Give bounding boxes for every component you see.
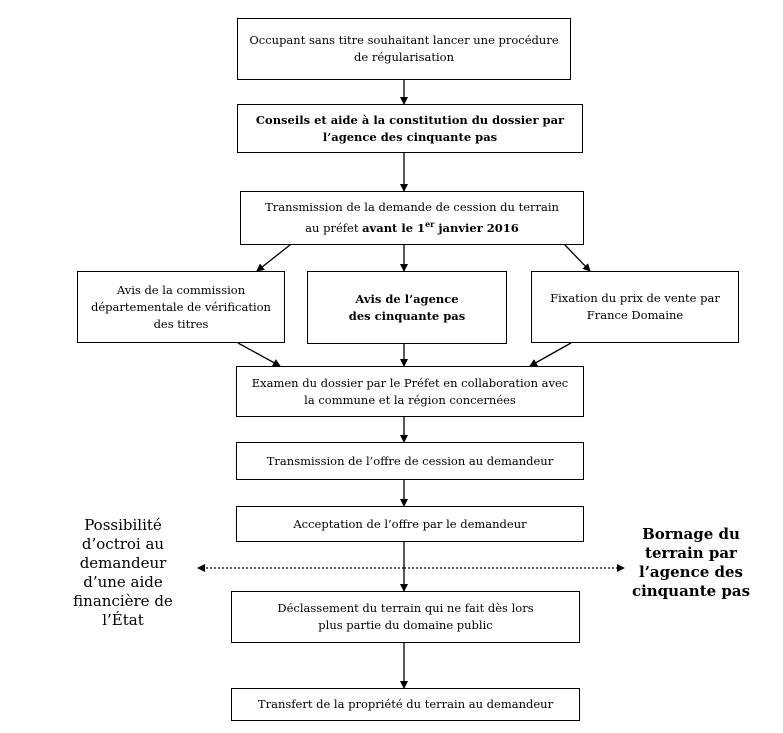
step-avis-commission-text: Avis de la commission départementale de … xyxy=(91,282,271,331)
side-note-bornage: Bornage du terrain par l’agence des cinq… xyxy=(628,525,754,601)
step-avis-agence-text: Avis de l’agence des cinquante pas xyxy=(348,291,466,323)
step-occupant-text: Occupant sans titre souhaitant lancer un… xyxy=(249,33,559,64)
step-examen-dossier-box: Examen du dossier par le Préfet en colla… xyxy=(236,366,584,417)
side-note-aide-financiere: Possibilité d’octroi au demandeur d’une … xyxy=(62,516,184,630)
step-fixation-prix-text: Fixation du prix de vente par France Dom… xyxy=(550,291,720,322)
step-examen-dossier-text: Examen du dossier par le Préfet en colla… xyxy=(251,375,569,407)
step-occupant-box: Occupant sans titre souhaitant lancer un… xyxy=(237,18,571,80)
s3-line1: Transmission de la demande de cession du… xyxy=(265,200,559,215)
arrow-s4-s7 xyxy=(237,342,281,367)
step-transmission-offre-text: Transmission de l’offre de cession au de… xyxy=(266,453,554,468)
step-transmission-demande-box: Transmission de la demande de cession du… xyxy=(240,191,584,245)
s3-prefix: au préfet xyxy=(305,220,359,235)
s3-date-sup: er xyxy=(425,219,435,230)
step-fixation-prix-box: Fixation du prix de vente par France Dom… xyxy=(531,271,739,343)
arrow-s3-s4 xyxy=(256,244,291,272)
step-transfert-box: Transfert de la propriété du terrain au … xyxy=(231,688,580,721)
step-transmission-demande-text: Transmission de la demande de cession du… xyxy=(265,199,559,237)
step-avis-commission-box: Avis de la commission départementale de … xyxy=(77,271,285,343)
step-acceptation-box: Acceptation de l’offre par le demandeur xyxy=(236,506,584,542)
arrow-s6-s7 xyxy=(529,342,572,367)
side-note-bornage-text: Bornage du terrain par l’agence des cinq… xyxy=(631,525,751,600)
step-conseils-text: Conseils et aide à la constitution du do… xyxy=(255,112,565,144)
side-note-aide-financiere-text: Possibilité d’octroi au demandeur d’une … xyxy=(73,516,173,629)
arrow-s3-s6 xyxy=(564,244,591,272)
s3-date-a: avant le 1 xyxy=(362,220,426,235)
step-conseils-box: Conseils et aide à la constitution du do… xyxy=(237,104,583,153)
step-acceptation-text: Acceptation de l’offre par le demandeur xyxy=(293,516,527,531)
step-transfert-text: Transfert de la propriété du terrain au … xyxy=(257,697,554,711)
s3-date-b: janvier 2016 xyxy=(438,220,519,235)
step-declassement-text: Déclassement du terrain qui ne fait dès … xyxy=(277,601,534,632)
step-declassement-box: Déclassement du terrain qui ne fait dès … xyxy=(231,591,580,643)
step-transmission-offre-box: Transmission de l’offre de cession au de… xyxy=(236,442,584,480)
step-avis-agence-box: Avis de l’agence des cinquante pas xyxy=(307,271,507,344)
